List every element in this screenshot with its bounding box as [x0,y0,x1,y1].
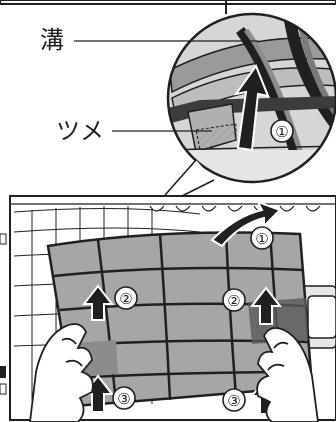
step-3-marker-right: ③ [223,389,245,411]
step-1-label-inset: ① [275,123,288,141]
step-2-marker-left: ② [115,287,137,309]
step-2-label-left: ② [119,290,132,308]
unit-step-1-marker: ① [251,227,273,249]
step-3-marker-left: ③ [113,387,135,409]
inset-step-1-marker: ① [271,120,293,142]
step-1-label-unit: ① [255,230,268,248]
top-frame-edge [0,0,336,14]
step-2-label-right: ② [227,292,240,310]
tab-callout-label: ツメ [56,119,104,143]
step-3-label-right: ③ [227,392,240,410]
groove-callout-label: 溝 [40,28,64,52]
step-2-marker-right: ② [223,289,245,311]
step-3-label-left: ③ [117,390,130,408]
